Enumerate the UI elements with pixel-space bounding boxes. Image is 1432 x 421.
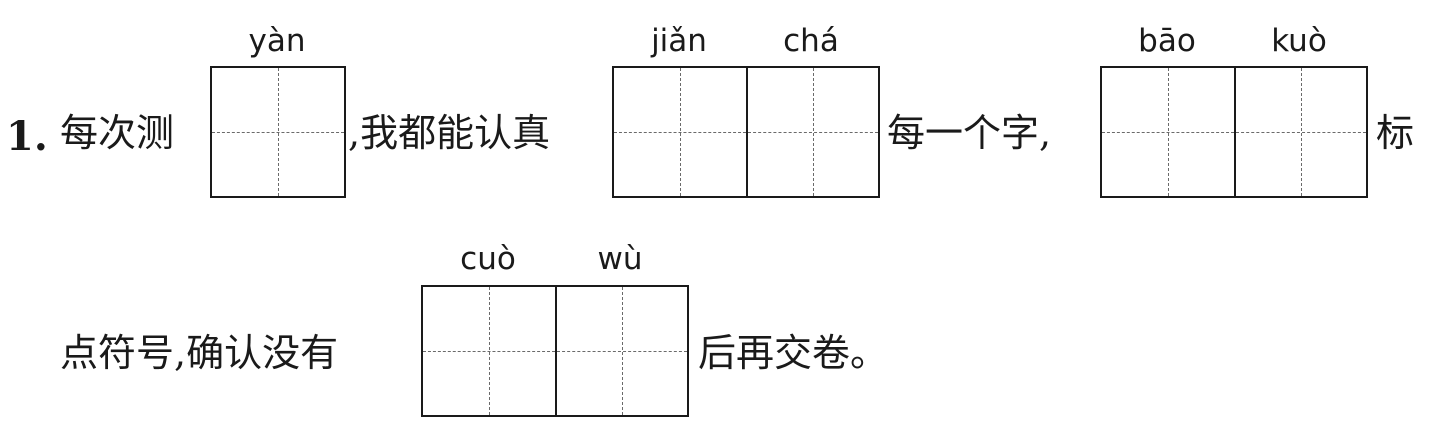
char-cell[interactable] [614,68,746,196]
pinyin-label: jiǎn [651,23,707,59]
sentence-text-2: ,我都能认真 [348,111,551,155]
char-cell[interactable] [1234,68,1366,196]
char-cell[interactable] [555,287,687,415]
pinyin-label: cuò [460,241,516,277]
pinyin-label: kuò [1271,23,1327,59]
pinyin-label: yàn [248,23,306,59]
sentence-text-4: 标 [1376,111,1415,155]
char-cell[interactable] [1102,68,1234,196]
writing-box[interactable] [421,285,689,417]
writing-box[interactable] [210,66,346,198]
sentence-text-1: 每次测 [60,111,175,155]
pinyin-label: chá [783,23,839,59]
char-cell[interactable] [423,287,555,415]
pinyin-label: wù [597,241,643,277]
char-cell[interactable] [212,68,344,196]
sentence-text-6: 后再交卷。 [698,331,889,375]
writing-box[interactable] [612,66,880,198]
writing-box[interactable] [1100,66,1368,198]
pinyin-label: bāo [1138,23,1196,59]
question-number: 1. [6,113,48,160]
sentence-text-3: 每一个字, [887,111,1052,155]
char-cell[interactable] [746,68,878,196]
sentence-text-5: 点符号,确认没有 [60,331,339,375]
